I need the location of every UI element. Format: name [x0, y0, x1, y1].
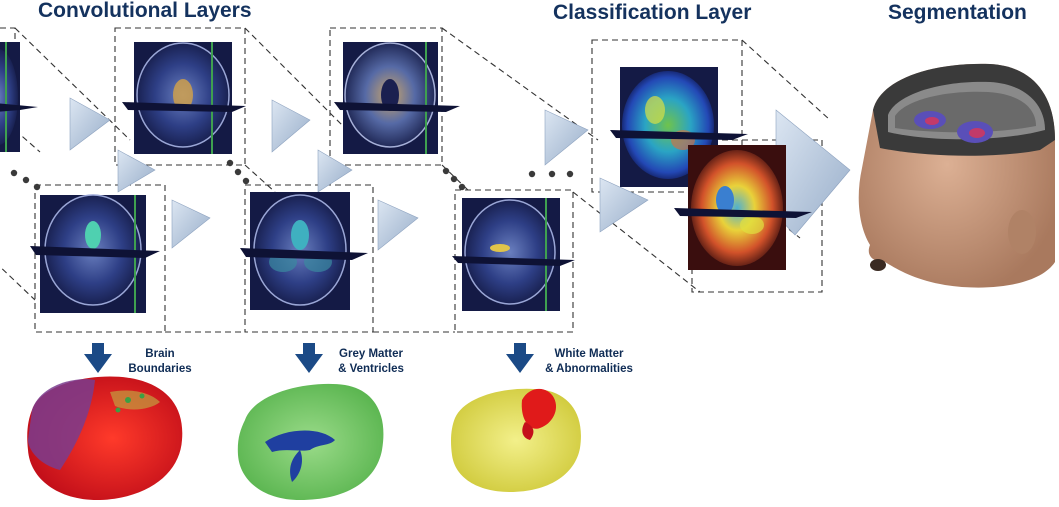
white-matter-abnormalities-mesh	[451, 388, 581, 492]
brain-boundaries-mesh	[27, 376, 183, 501]
down-arrow-icon	[295, 343, 323, 373]
caption-white-matter-line2: & Abnormalities	[545, 363, 633, 375]
grey-matter-ventricles-mesh	[237, 383, 384, 500]
title-classification-layer: Classification Layer	[553, 1, 751, 24]
ellipsis-dots-icon	[10, 159, 574, 191]
down-arrow-icon	[84, 343, 112, 373]
pyramid-connector-icon	[69, 97, 851, 251]
caption-white-matter-line1: White Matter	[555, 348, 625, 360]
mri-slice-panel	[122, 42, 246, 154]
title-segmentation: Segmentation	[888, 1, 1027, 24]
caption-grey-matter-line1: Grey Matter	[339, 348, 403, 360]
mri-slice-panel	[334, 42, 460, 154]
classification-map-panel	[674, 145, 812, 270]
mri-slice-panel	[30, 194, 160, 313]
mri-slice-panel	[0, 42, 38, 152]
mri-slice-panel	[452, 198, 575, 311]
down-arrow-icon	[506, 343, 534, 373]
caption-brain-boundaries-line1: Brain	[145, 348, 174, 360]
caption-brain-boundaries-line2: Boundaries	[128, 363, 191, 375]
caption-grey-matter-line2: & Ventricles	[338, 363, 404, 375]
title-convolutional-layers: Convolutional Layers	[38, 0, 252, 22]
segmented-head-render	[858, 63, 1055, 288]
mri-slice-panel	[240, 192, 368, 310]
